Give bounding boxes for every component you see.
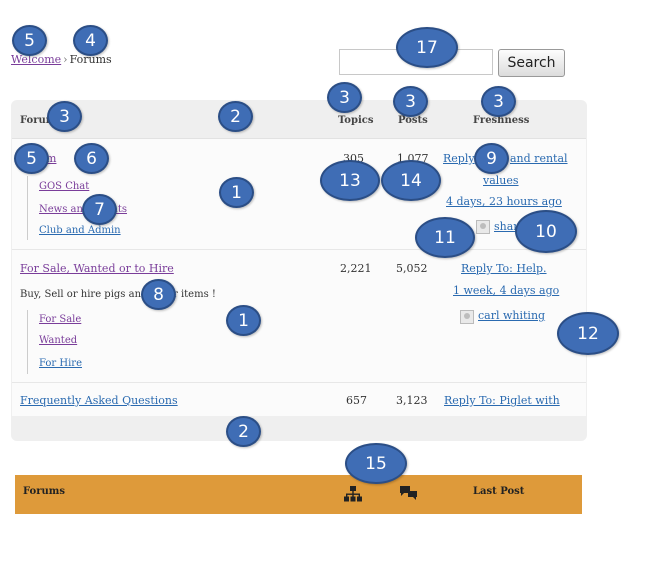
breadcrumb: Welcome›Forums <box>11 53 112 66</box>
annotation-badge: 6 <box>74 143 109 174</box>
annotation-badge: 14 <box>381 160 441 201</box>
breadcrumb-home-link[interactable]: Welcome <box>11 53 62 66</box>
freshness-link-cont[interactable]: values <box>483 174 519 187</box>
annotation-badge: 1 <box>219 177 254 208</box>
subforum-link[interactable]: GOS Chat <box>39 181 90 192</box>
freshness-link[interactable]: Reply To: Piglet with <box>444 394 560 407</box>
author-link[interactable]: sharon <box>494 220 516 233</box>
subforum-link[interactable]: Club and Admin <box>39 225 121 236</box>
annotation-badge: 5 <box>14 143 49 174</box>
annotation-badge: 5 <box>12 25 47 56</box>
annotation-badge: 9 <box>474 143 509 174</box>
annotation-badge: 3 <box>47 101 82 132</box>
annotation-badge: 3 <box>393 86 428 117</box>
search-button[interactable]: Search <box>498 49 565 77</box>
sitemap-icon <box>343 485 363 506</box>
annotation-badge: 10 <box>515 210 577 253</box>
annotation-badge: 2 <box>226 416 261 447</box>
forum-title-link[interactable]: For Sale, Wanted or to Hire <box>20 262 174 275</box>
subforum-link[interactable]: Wanted <box>39 335 78 346</box>
row-divider <box>12 382 586 383</box>
post-count: 3,123 <box>396 394 428 407</box>
col-forum: Forum <box>20 115 57 126</box>
comments-icon <box>399 484 419 505</box>
annotation-badge: 13 <box>320 160 380 201</box>
subforum-link[interactable]: For Sale <box>39 314 82 325</box>
bar-forums-label: Forums <box>23 486 65 497</box>
annotation-badge: 15 <box>345 443 407 484</box>
freshness-link[interactable]: Reply <box>443 152 475 165</box>
annotation-badge: 1 <box>226 305 261 336</box>
avatar <box>460 310 474 324</box>
breadcrumb-separator: › <box>63 53 68 66</box>
bar-last-post-label: Last Post <box>473 486 525 497</box>
forum-title-link[interactable]: Frequently Asked Questions <box>20 394 178 407</box>
freshness-link[interactable]: Reply To: Help. <box>461 262 547 275</box>
annotation-badge: 12 <box>557 312 619 355</box>
annotation-badge: 8 <box>141 279 176 310</box>
avatar <box>476 220 490 234</box>
freshness-time-link[interactable]: 4 days, 23 hours ago <box>446 195 562 208</box>
col-topics: Topics <box>338 115 374 126</box>
col-freshness: Freshness <box>473 115 530 126</box>
row-divider <box>12 249 586 250</box>
annotation-badge: 3 <box>481 86 516 117</box>
post-count: 5,052 <box>396 262 428 275</box>
annotation-badge: 4 <box>73 25 108 56</box>
col-posts: Posts <box>398 115 428 126</box>
breadcrumb-current: Forums <box>69 53 112 66</box>
author-link[interactable]: carl whiting <box>478 309 546 322</box>
subforum-link[interactable]: For Hire <box>39 358 82 369</box>
subforum-rail <box>27 176 29 240</box>
freshness-link-cont[interactable]: and rental <box>510 152 568 165</box>
annotation-badge: 17 <box>396 27 458 68</box>
table-header: Forum Topics Posts Freshness <box>11 100 587 138</box>
annotation-badge: 2 <box>218 101 253 132</box>
forum-list <box>12 138 586 416</box>
annotation-badge: 3 <box>327 82 362 113</box>
forum-description: Buy, Sell or hire pigs and other items ! <box>20 289 216 300</box>
topic-count: 2,221 <box>340 262 372 275</box>
freshness-time-link[interactable]: 1 week, 4 days ago <box>453 284 560 297</box>
topic-count: 657 <box>346 394 367 407</box>
annotation-badge: 11 <box>415 217 475 258</box>
forum-header-bar: Forums Last Post <box>15 475 582 514</box>
annotation-badge: 7 <box>82 194 117 225</box>
subforum-rail <box>27 310 29 374</box>
